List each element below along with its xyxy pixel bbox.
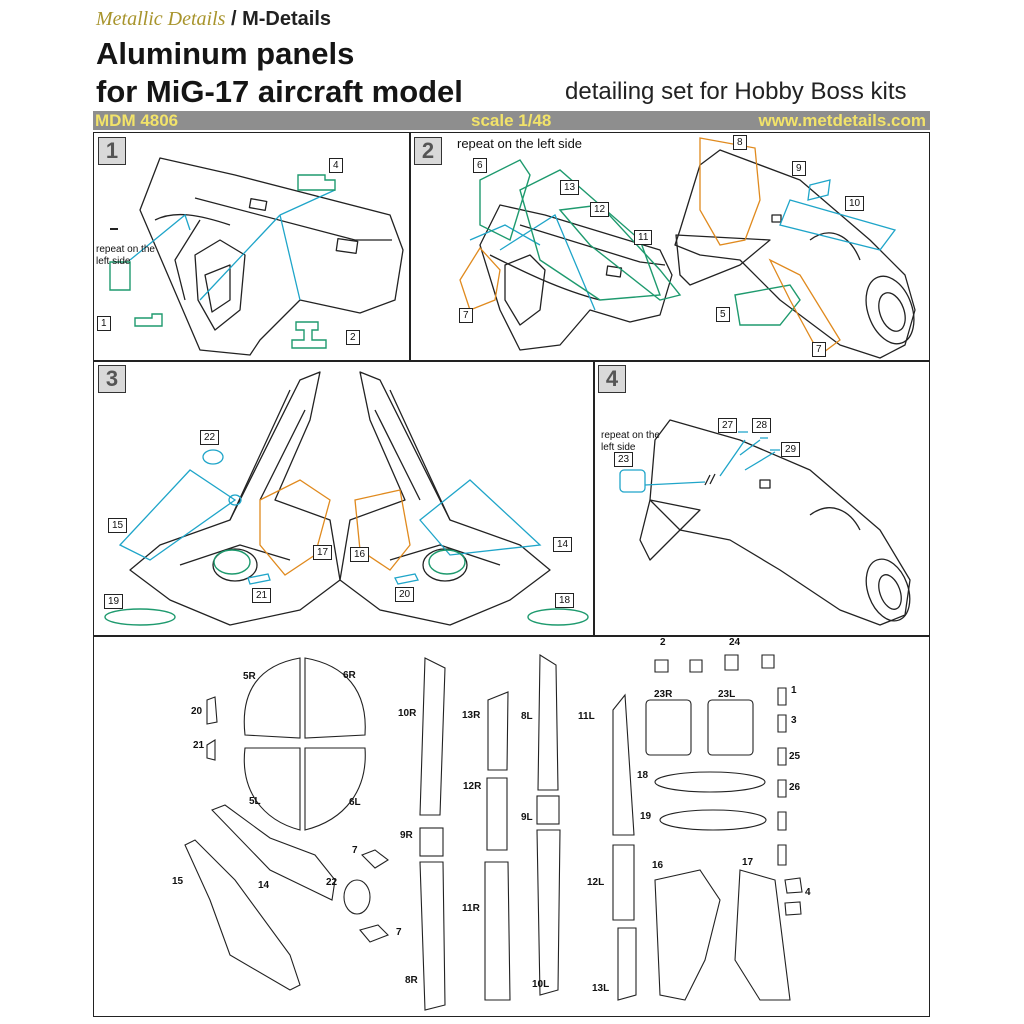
step-1-panel: 1 [93, 132, 411, 362]
part-label: 18 [637, 770, 649, 781]
step-number: 3 [98, 365, 126, 393]
part-label: 15 [172, 876, 184, 887]
callout-21: 21 [252, 588, 272, 603]
callout-23: 23 [614, 452, 634, 467]
orange-parts [259, 137, 841, 576]
part-label: 7 [352, 845, 358, 856]
part-label: 9R [400, 830, 413, 841]
part-label: 2 [660, 637, 666, 648]
callout-8: 8 [733, 135, 747, 150]
part-label: 26 [789, 782, 801, 793]
callout-2: 2 [346, 330, 360, 345]
callout-28: 28 [752, 418, 772, 433]
part-label: 11L [578, 711, 595, 722]
part-label: 23L [718, 689, 736, 700]
step-number: 4 [598, 365, 626, 393]
page-title-line2: for MiG-17 aircraft model [96, 74, 463, 109]
step2-note: repeat on the left side [457, 136, 583, 151]
brand-short: M-Details [242, 8, 331, 30]
callout-12: 12 [590, 202, 610, 217]
part-label: 4 [805, 887, 811, 898]
part-label: 19 [640, 811, 652, 822]
step-2-panel: 2 [409, 132, 930, 362]
part-label: 7 [396, 927, 402, 938]
step4-note: repeat on the left side [601, 430, 660, 453]
callout-27: 27 [718, 418, 738, 433]
brand-separator: / [225, 8, 243, 30]
callout-16: 16 [350, 547, 370, 562]
callout-3: 4 [329, 158, 343, 173]
scale-label: scale 1/48 [471, 111, 552, 130]
part-label: 6L [349, 797, 361, 808]
part-label: 13L [592, 983, 610, 994]
part-label: 17 [742, 857, 754, 868]
callout-7a: 7 [459, 308, 473, 323]
step3-wing-left [129, 371, 341, 626]
website-link[interactable]: www.metdetails.com [758, 111, 926, 130]
callout-19: 19 [104, 594, 124, 609]
step-3-panel: 3 [93, 360, 595, 637]
callout-9: 9 [792, 161, 806, 176]
part-label: 8R [405, 975, 418, 986]
callout-20: 20 [395, 587, 415, 602]
part-label: 24 [729, 637, 741, 648]
callout-6: 6 [473, 158, 487, 173]
callout-14: 14 [553, 537, 573, 552]
part-label: 9L [521, 812, 533, 823]
page-subtitle: detailing set for Hobby Boss kits [565, 78, 907, 105]
callout-29: 29 [781, 442, 801, 457]
callout-10: 10 [845, 196, 865, 211]
part-label: 12L [587, 877, 605, 888]
part-label: 5R [243, 671, 256, 682]
cyan-parts [118, 179, 897, 585]
brand-logo: Metallic Details / M-Details [96, 8, 331, 31]
callout-22: 22 [200, 430, 220, 445]
step3-wing-right [339, 371, 551, 626]
callout-5: 5 [716, 307, 730, 322]
part-label: 25 [789, 751, 801, 762]
callout-1: 1 [97, 316, 111, 331]
part-label: 13R [462, 710, 481, 721]
part-label: 23R [654, 689, 673, 700]
part-label: 1 [791, 685, 797, 696]
callout-17: 17 [313, 545, 333, 560]
callout-11: 11 [634, 230, 653, 245]
callout-13: 13 [560, 180, 580, 195]
part-label: 11R [462, 903, 480, 914]
part-label: 22 [326, 877, 338, 888]
part-label: 16 [652, 860, 664, 871]
callout-7b: 7 [812, 342, 826, 357]
parts-sheet-panel [93, 635, 930, 1017]
part-label: 21 [193, 740, 205, 751]
part-label: 10R [398, 708, 417, 719]
parts-sheet-outlines [184, 654, 803, 1011]
page-title-line1: Aluminum panels [96, 36, 355, 71]
step2-fuselage-left [479, 204, 673, 351]
part-label: 8L [521, 711, 533, 722]
callout-4 [110, 228, 118, 230]
info-bar: MDM 4806 scale 1/48 www.metdetails.com [93, 111, 930, 130]
product-code: MDM 4806 [95, 111, 179, 130]
part-label: 6R [343, 670, 356, 681]
part-label: 3 [791, 715, 797, 726]
step-number: 2 [414, 137, 442, 165]
callout-15: 15 [108, 518, 128, 533]
callout-18: 18 [555, 593, 575, 608]
step4-fuselage [639, 419, 911, 626]
step1-note: repeat on the left side [96, 244, 155, 267]
part-label: 12R [463, 781, 482, 792]
step2-fuselage-right [674, 149, 916, 359]
step-number: 1 [98, 137, 126, 165]
step-4-panel: 4 [593, 360, 930, 637]
part-label: 20 [191, 706, 203, 717]
brand-name: Metallic Details [96, 8, 226, 30]
part-label: 14 [258, 880, 270, 891]
part-label: 5L [249, 796, 261, 807]
step1-fuselage [139, 157, 404, 356]
part-label: 10L [532, 979, 550, 990]
